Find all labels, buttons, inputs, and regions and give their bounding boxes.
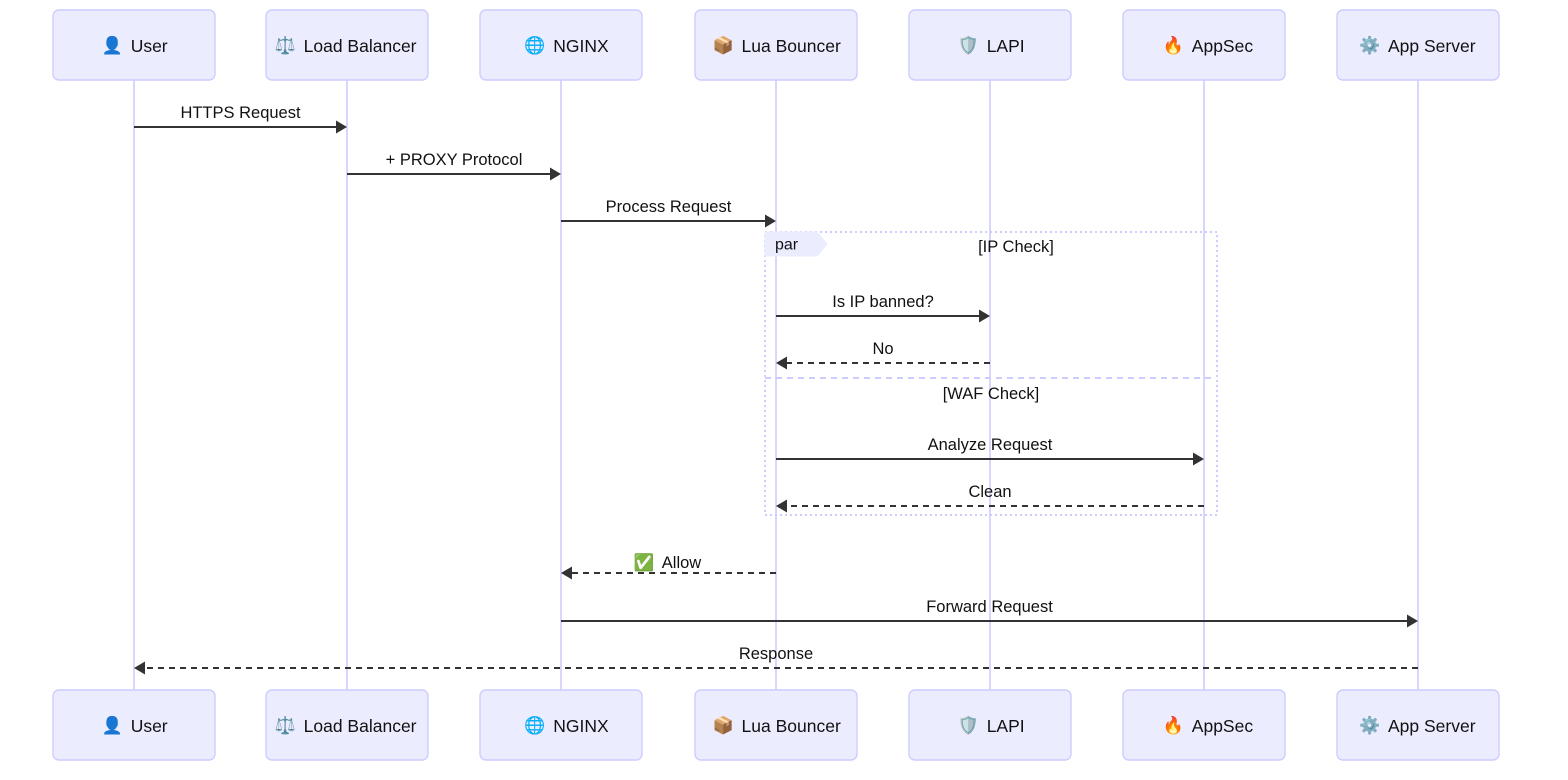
message-m3: Process Request	[561, 198, 776, 228]
participant-box	[1336, 689, 1500, 761]
message-m10: Response	[134, 645, 1418, 675]
block-par-block: par [IP Check] [WAF Check]	[764, 231, 1218, 516]
message-label: Clean	[968, 483, 1011, 501]
package-icon: 📦	[713, 715, 734, 736]
participant-appserver-bottom[interactable]: ⚙️ App Server	[1336, 689, 1500, 761]
participant-box	[479, 689, 643, 761]
participant-label: User	[131, 36, 168, 56]
participant-label: App Server	[1388, 716, 1476, 736]
participant-label: Lua Bouncer	[742, 36, 841, 56]
participant-box	[908, 9, 1072, 81]
participant-lb-bottom[interactable]: ⚖️ Load Balancer	[265, 689, 429, 761]
fire-icon: 🔥	[1163, 35, 1184, 56]
participant-nginx-bottom[interactable]: 🌐 NGINX	[479, 689, 643, 761]
message-m2: + PROXY Protocol	[347, 151, 561, 181]
participant-box	[265, 9, 429, 81]
participant-label: Lua Bouncer	[742, 716, 841, 736]
participant-box	[694, 9, 858, 81]
participant-lb-top[interactable]: ⚖️ Load Balancer	[265, 9, 429, 81]
message-arrowhead	[1407, 614, 1418, 628]
lifelines-layer	[133, 80, 1419, 690]
participant-label: LAPI	[987, 36, 1025, 56]
message-m8: ✅ Allow	[561, 553, 776, 580]
participant-appserver-top[interactable]: ⚙️ App Server	[1336, 9, 1500, 81]
participant-appsec-bottom[interactable]: 🔥 AppSec	[1122, 689, 1286, 761]
message-label: No	[872, 340, 893, 358]
participant-box	[265, 689, 429, 761]
participant-user-top[interactable]: 👤 User	[52, 9, 216, 81]
participant-box	[52, 9, 216, 81]
participant-box	[479, 9, 643, 81]
participant-box	[52, 689, 216, 761]
message-label: Forward Request	[926, 598, 1053, 616]
participant-bouncer-top[interactable]: 📦 Lua Bouncer	[694, 9, 858, 81]
message-arrowhead	[134, 661, 145, 675]
message-arrowhead	[776, 499, 787, 513]
participant-user-bottom[interactable]: 👤 User	[52, 689, 216, 761]
message-m1: HTTPS Request	[134, 104, 347, 134]
participant-nginx-top[interactable]: 🌐 NGINX	[479, 9, 643, 81]
block-border	[764, 231, 1218, 516]
scales-icon: ⚖️	[275, 715, 296, 736]
actors-top-layer: 👤 User ⚖️ Load Balancer 🌐 NGINX 📦 Lua Bouncer 🛡️…	[52, 9, 1500, 81]
participant-box	[908, 689, 1072, 761]
participant-box	[1122, 9, 1286, 81]
message-arrowhead	[1193, 452, 1204, 466]
participant-label: AppSec	[1192, 716, 1254, 736]
message-arrowhead	[336, 120, 347, 134]
participant-box	[1122, 689, 1286, 761]
block-tag-background	[764, 231, 828, 257]
message-m6: Analyze Request	[776, 436, 1204, 466]
message-m4: Is IP banned?	[776, 293, 990, 323]
message-label: Process Request	[606, 198, 732, 216]
participant-box	[1336, 9, 1500, 81]
globe-icon: 🌐	[524, 715, 545, 736]
participant-label: NGINX	[553, 716, 609, 736]
par-blocks-layer: par [IP Check] [WAF Check]	[764, 231, 1218, 516]
globe-icon: 🌐	[524, 35, 545, 56]
user-icon: 👤	[102, 715, 123, 736]
message-label: HTTPS Request	[180, 104, 301, 122]
message-label: + PROXY Protocol	[386, 151, 523, 169]
participant-appsec-top[interactable]: 🔥 AppSec	[1122, 9, 1286, 81]
package-icon: 📦	[713, 35, 734, 56]
message-m5: No	[776, 340, 990, 370]
scales-icon: ⚖️	[275, 35, 296, 56]
message-m9: Forward Request	[561, 598, 1418, 628]
participant-label: NGINX	[553, 36, 609, 56]
message-label: Allow	[662, 554, 702, 572]
fire-icon: 🔥	[1163, 715, 1184, 736]
block-tag-label: par	[775, 237, 799, 254]
message-m7: Clean	[776, 483, 1204, 513]
shield-icon: 🛡️	[958, 715, 979, 736]
message-arrowhead	[561, 566, 572, 580]
shield-icon: 🛡️	[958, 35, 979, 56]
user-icon: 👤	[102, 35, 123, 56]
participant-lapi-bottom[interactable]: 🛡️ LAPI	[908, 689, 1072, 761]
participant-box	[694, 689, 858, 761]
participant-label: Load Balancer	[304, 716, 417, 736]
participant-bouncer-bottom[interactable]: 📦 Lua Bouncer	[694, 689, 858, 761]
message-arrowhead	[979, 309, 990, 323]
participant-label: User	[131, 716, 168, 736]
participant-label: LAPI	[987, 716, 1025, 736]
participant-lapi-top[interactable]: 🛡️ LAPI	[908, 9, 1072, 81]
message-label: Response	[739, 645, 813, 663]
participant-label: AppSec	[1192, 36, 1254, 56]
block-section-label-1: [WAF Check]	[943, 385, 1040, 403]
participant-label: Load Balancer	[304, 36, 417, 56]
message-arrowhead	[765, 214, 776, 228]
message-label: Analyze Request	[928, 436, 1053, 454]
message-arrowhead	[550, 167, 561, 181]
actors-bottom-layer: 👤 User ⚖️ Load Balancer 🌐 NGINX 📦 Lua Bouncer 🛡️…	[52, 689, 1500, 761]
message-label: Is IP banned?	[832, 293, 934, 311]
participant-label: App Server	[1388, 36, 1476, 56]
block-section-label-0: [IP Check]	[978, 238, 1054, 256]
message-arrowhead	[776, 356, 787, 370]
gear-icon: ⚙️	[1359, 715, 1380, 736]
gear-icon: ⚙️	[1359, 35, 1380, 56]
message-status-icon: ✅	[634, 553, 655, 572]
